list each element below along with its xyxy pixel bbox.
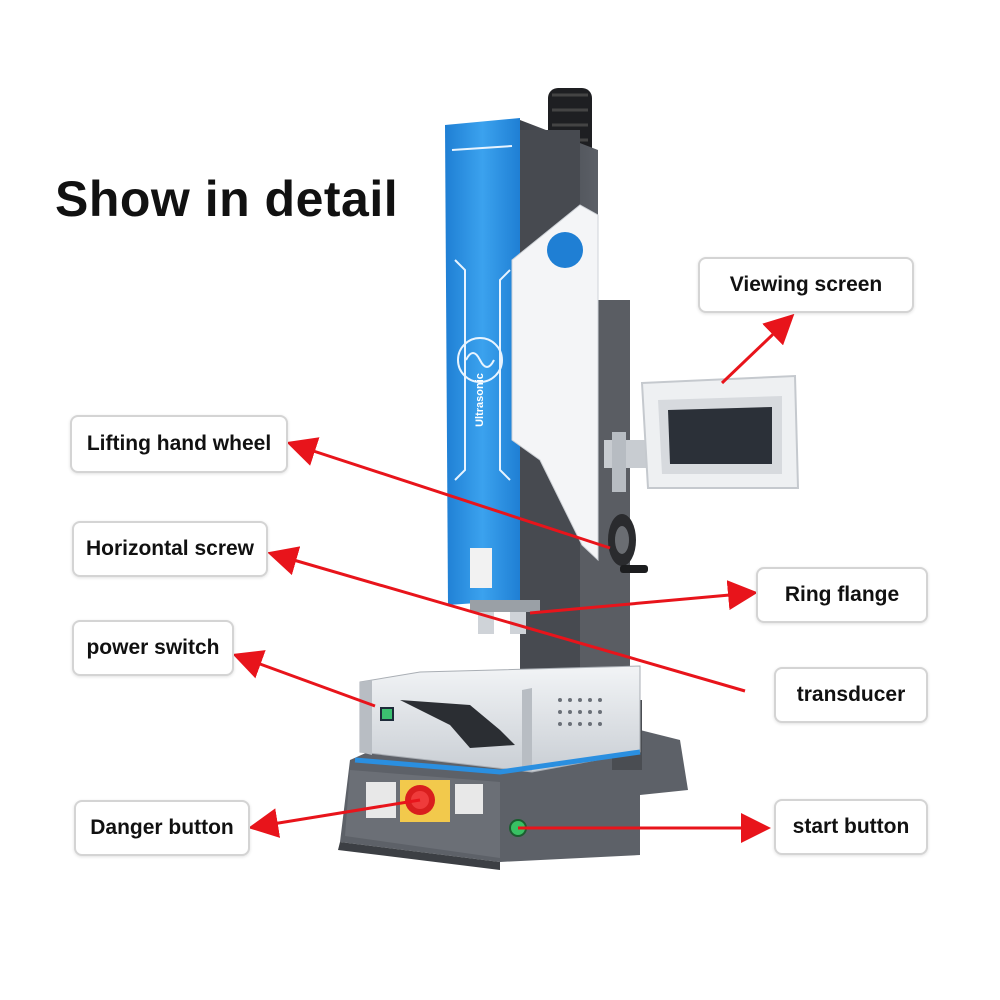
label-viewing-screen: Viewing screen [698, 257, 914, 313]
generator-box [354, 665, 641, 775]
label-start-button: start button [774, 799, 928, 855]
label-power-switch: power switch [72, 620, 234, 676]
arrow-power-switch [232, 650, 376, 708]
arrow-danger-button [248, 798, 421, 838]
brand-text: Ultrasonic [474, 373, 486, 427]
label-lifting-hand-wheel: Lifting hand wheel [70, 415, 288, 473]
arrow-horizontal-screw [267, 546, 746, 693]
callout-arrows [232, 313, 795, 843]
label-ring-flange: Ring flange [756, 567, 928, 623]
horn-assembly [470, 600, 540, 634]
hand-wheel [608, 514, 648, 573]
arrow-ring-flange [529, 580, 758, 615]
page-title: Show in detail [55, 171, 399, 227]
welding-head: Ultrasonic [445, 118, 520, 605]
arrow-lifting-hand-wheel [286, 437, 611, 550]
label-horizontal-screw: Horizontal screw [72, 521, 268, 577]
arrow-viewing-screen [720, 313, 795, 385]
viewing-screen-device [640, 374, 800, 489]
side-panel [511, 204, 599, 562]
label-transducer: transducer [774, 667, 928, 723]
label-danger-button: Danger button [74, 800, 250, 856]
